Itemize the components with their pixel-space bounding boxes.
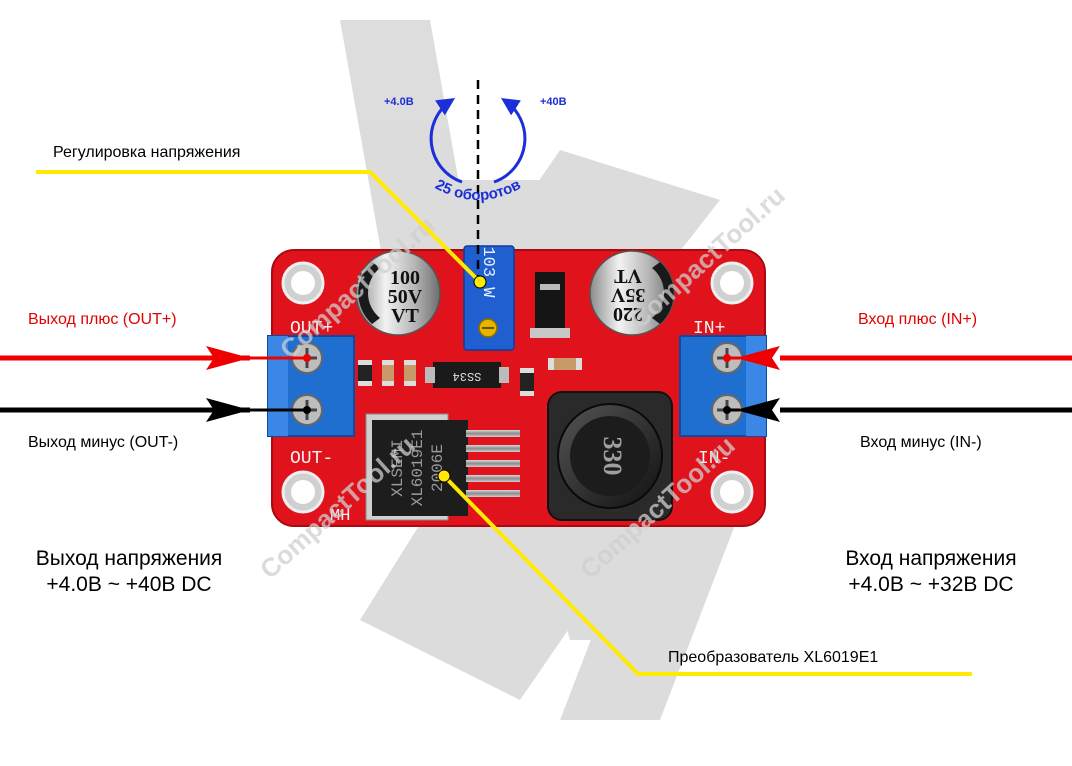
inductor-marking: 330 [598,437,627,476]
label-voltage-adjust: Регулировка напряжения [53,144,241,161]
ic-line-3: 2006E [429,444,447,492]
ic-line-1: XLSEMI [389,439,407,497]
silk-in-plus: IN+ [693,319,725,339]
cap-left-line-1: 100 [390,267,420,289]
rotation-left-value: +4.0В [384,96,414,108]
cap-left-line-2: 50V [388,286,423,308]
cap-right-line-1: 220 [613,303,643,325]
rotation-right-value: +40В [540,96,567,108]
rotation-arrows [429,98,527,184]
mounting-hole [281,470,325,514]
ic-line-2: XL6019E1 [409,430,427,507]
wire-out-minus [0,398,311,422]
cap-right-line-2: 35V [610,284,645,306]
mounting-hole [710,470,754,514]
mounting-hole [710,261,754,305]
inductor: 330 [547,391,673,521]
cap-left-line-3: VT [391,305,419,327]
diode-marking: SS34 [453,369,482,383]
label-converter: Преобразователь XL6019E1 [668,649,879,666]
wire-in-minus [723,398,1072,422]
silk-mh: MH [330,507,350,526]
leader-converter [442,474,972,676]
mounting-hole [281,261,325,305]
silk-in-minus: IN- [698,449,730,469]
silk-out-minus: OUT- [290,449,333,469]
capacitor-right: 220 35V VT [589,250,675,336]
leader-voltage-adjust-dot [473,275,487,289]
label-in-plus: Вход плюс (IN+) [858,311,978,328]
output-voltage-block: Выход напряжения +4.0В ~ +40В DC [20,546,238,598]
diode-top [530,272,570,338]
ic-xl6019e1: XLSEMI XL6019E1 2006E [365,413,520,521]
leader-voltage-adjust [36,170,482,284]
cap-right-line-3: VT [613,265,641,287]
leader-converter-dot [437,469,451,483]
capacitor-left: 100 50V VT [355,250,441,336]
label-out-plus: Выход плюс (OUT+) [28,311,177,328]
wire-in-plus [723,346,1072,370]
silk-out-plus: OUT+ [290,319,333,339]
diode-ss34: SS34 [425,362,509,388]
label-out-minus: Выход минус (OUT-) [28,434,179,451]
pot-marking: 103 W [478,246,497,298]
potentiometer[interactable]: 103 W [463,245,515,351]
smd-components [358,358,582,396]
wire-out-plus [0,346,311,370]
terminal-block-in [679,335,767,437]
input-voltage-title: Вход напряжения [845,547,1017,570]
input-voltage-range: +4.0В ~ +32В DC [848,573,1014,596]
output-voltage-title: Выход напряжения [35,547,223,570]
input-voltage-block: Вход напряжения +4.0В ~ +32В DC [822,546,1040,598]
output-voltage-range: +4.0В ~ +40В DC [46,573,212,596]
label-in-minus: Вход минус (IN-) [860,434,982,451]
